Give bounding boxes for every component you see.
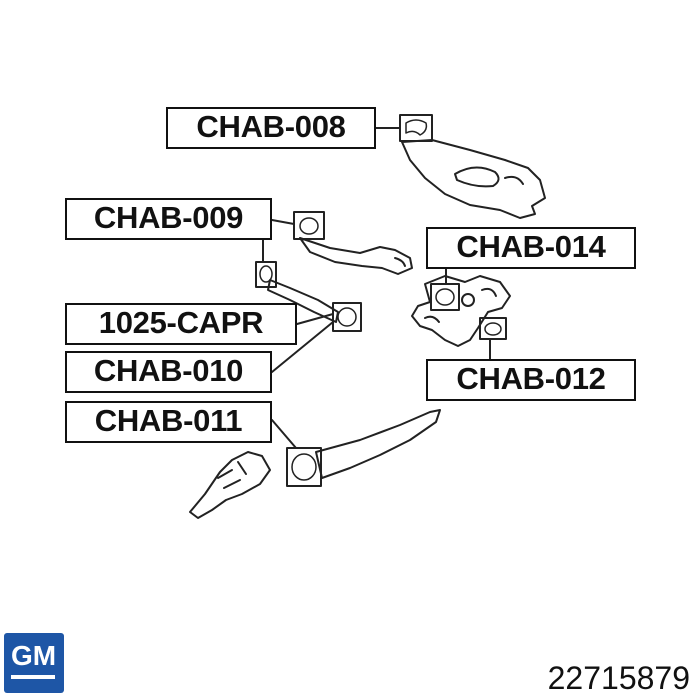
part-label-chab-012: CHAB-012 [426, 359, 636, 401]
upper-control-arm [401, 139, 546, 219]
part-label-chab-008: CHAB-008 [166, 107, 376, 149]
oem-part-number: 22715879 [547, 660, 690, 696]
gm-logo: GM [4, 633, 64, 693]
gm-logo-underline [11, 675, 55, 679]
rear-knuckle [411, 275, 511, 347]
part-label-chab-011: CHAB-011 [65, 401, 272, 443]
part-label-chab-010: CHAB-010 [65, 351, 272, 393]
part-label-chab-009: CHAB-009 [65, 198, 272, 240]
gm-logo-text: GM [11, 640, 57, 671]
toe-link [299, 237, 413, 275]
trailing-arm [315, 409, 441, 479]
part-label-chab-014: CHAB-014 [426, 227, 636, 269]
bushing-glyphs [259, 119, 502, 481]
bushing-callouts [255, 114, 507, 487]
trailing-arm-bracket [189, 451, 271, 519]
lateral-link [267, 279, 339, 323]
part-label-1025-capr: 1025-CAPR [65, 303, 297, 345]
